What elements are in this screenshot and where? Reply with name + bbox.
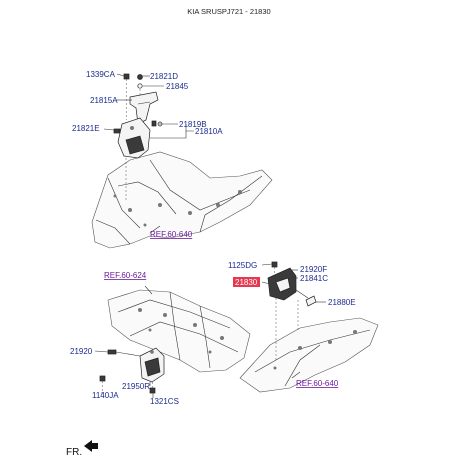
lower-right-mount-parts [267, 261, 317, 307]
upper-frame-illustration [91, 150, 273, 249]
label-1140JA[interactable]: 1140JA [92, 391, 119, 400]
lower-left-subframe-illustration [107, 285, 251, 373]
label-21920F[interactable]: 21920F [300, 265, 327, 274]
label-21830-highlighted[interactable]: 21830 [235, 278, 258, 287]
lower-left-mount-parts [99, 347, 165, 394]
label-21815A[interactable]: 21815A [90, 96, 118, 105]
lower-left-leader-lines [94, 350, 154, 398]
diagram-title: KIA SRUSPJ721 - 21830 [187, 7, 270, 16]
upper-mount-parts [113, 73, 163, 159]
front-direction-label: FR. [66, 447, 82, 458]
label-1339CA[interactable]: 1339CA [86, 70, 116, 79]
ref-link-lower-right[interactable]: REF.60-640 [296, 379, 339, 388]
label-1321CS[interactable]: 1321CS [150, 397, 179, 406]
ref-link-lower-left[interactable]: REF.60-624 [104, 271, 147, 280]
lower-right-frame-illustration [239, 290, 379, 393]
label-21819B[interactable]: 21819B [179, 120, 207, 129]
highlight-21830 [233, 277, 260, 287]
label-21880E[interactable]: 21880E [328, 298, 356, 307]
label-21845[interactable]: 21845 [166, 82, 189, 91]
label-1125DG[interactable]: 1125DG [228, 261, 257, 270]
label-21821E[interactable]: 21821E [72, 124, 100, 133]
label-21841C[interactable]: 21841C [300, 274, 328, 283]
label-21810A[interactable]: 21810A [195, 127, 223, 136]
ref-link-upper[interactable]: REF.60-640 [150, 230, 193, 239]
upper-leader-lines [103, 73, 194, 139]
label-21920[interactable]: 21920 [70, 347, 93, 356]
label-21821D[interactable]: 21821D [150, 72, 178, 81]
front-arrow-icon [84, 440, 98, 452]
lower-right-leader-lines [261, 263, 326, 303]
label-21950R[interactable]: 21950R [122, 382, 150, 391]
